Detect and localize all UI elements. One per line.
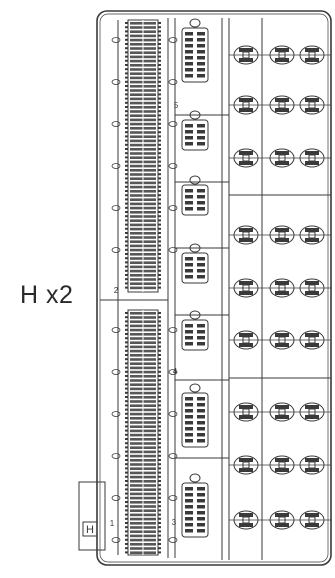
link-cluster-top: [181, 18, 209, 83]
sprue-emblem-tab: [78, 481, 106, 551]
link-cluster-small-1: [181, 110, 209, 151]
wheel-parts: [229, 45, 331, 530]
part-number-4: 4: [173, 367, 178, 376]
link-cluster-bottom: [181, 473, 209, 538]
sprue-emblem-letter: H: [86, 524, 94, 536]
part-number-3: 3: [172, 518, 177, 527]
sprue-emblem-box: [82, 521, 98, 537]
sprue-quantity-label: H x2: [20, 281, 74, 309]
part-numbers: 1 2 3 4 5: [110, 101, 179, 528]
link-cluster-small-4: [181, 310, 209, 351]
track-strips: [111, 19, 178, 556]
link-cluster-lower: [181, 383, 209, 448]
link-clusters: [181, 18, 209, 538]
link-cluster-small-3: [181, 243, 209, 284]
link-cluster-small-2: [181, 175, 209, 216]
track-strip-upper: [111, 19, 178, 293]
track-strip-lower: [111, 309, 178, 556]
runners: [100, 18, 331, 560]
part-number-5: 5: [174, 101, 179, 110]
part-number-1: 1: [110, 519, 115, 528]
part-number-2: 2: [114, 286, 119, 295]
